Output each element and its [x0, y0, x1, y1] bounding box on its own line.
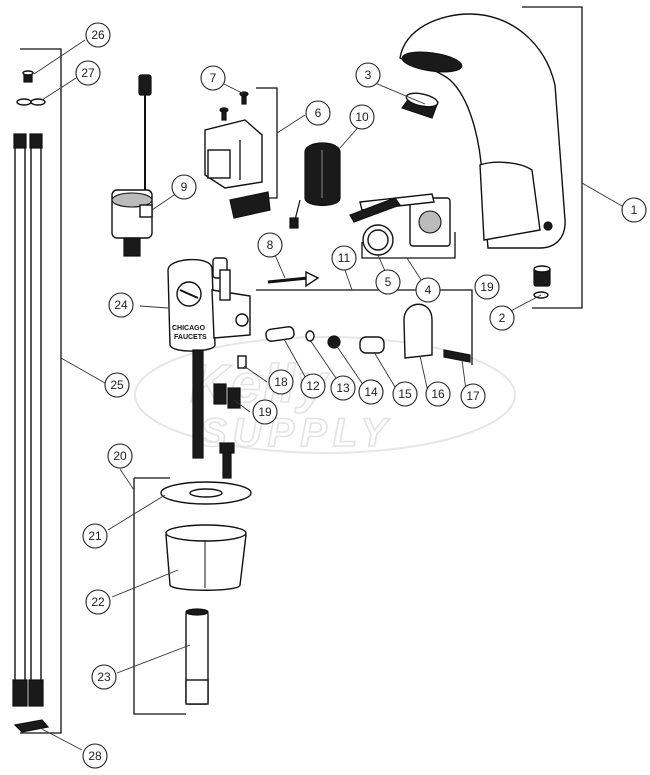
- callout-17: 17: [460, 383, 486, 409]
- bracket-supply-group: [20, 48, 62, 734]
- screw-part-7: [219, 91, 249, 121]
- callout-15: 15: [392, 381, 418, 407]
- callout-2: 2: [489, 305, 515, 331]
- svg-text:16: 16: [431, 387, 445, 401]
- svg-text:19: 19: [480, 280, 494, 294]
- callout-18: 18: [268, 369, 294, 395]
- svg-text:15: 15: [398, 387, 412, 401]
- bracket-valve-group: [256, 289, 473, 365]
- filter-part-28: [13, 719, 50, 733]
- bracket-sensor-group: [361, 232, 456, 259]
- sensor-ring-part-5: [362, 224, 394, 256]
- callout-16: 16: [425, 381, 451, 407]
- gasket-plate-part-21: [160, 481, 252, 505]
- supply-hoses-part-25: [12, 133, 44, 707]
- callout-22: 22: [85, 589, 111, 615]
- aerator-part-3: [401, 92, 439, 119]
- callout-14: 14: [358, 379, 384, 405]
- pin-part-8: [267, 270, 320, 288]
- callout-28: 28: [82, 743, 108, 769]
- group-brackets: [20, 6, 583, 734]
- shank-part-23: [185, 608, 209, 705]
- svg-text:26: 26: [91, 28, 105, 42]
- spout-part-1: [399, 13, 566, 249]
- callout-11: 11: [331, 245, 357, 271]
- svg-text:13: 13: [336, 381, 350, 395]
- svg-text:1: 1: [631, 203, 638, 217]
- set-screw-part-18: [237, 355, 247, 369]
- coupling-part-19-top: [533, 265, 551, 287]
- callout-5: 5: [375, 269, 401, 295]
- callout-6: 6: [305, 100, 331, 126]
- svg-text:22: 22: [91, 595, 105, 609]
- escutcheon-part-22: [165, 524, 247, 591]
- svg-text:28: 28: [88, 749, 102, 763]
- valve-housing-part-24: CHICAGO FAUCETS: [167, 257, 251, 352]
- battery-part-10: [289, 142, 341, 229]
- callout-25: 25: [104, 372, 130, 398]
- svg-text:14: 14: [364, 385, 378, 399]
- svg-text:18: 18: [274, 375, 288, 389]
- housing-logo-line1: CHICAGO: [172, 325, 206, 332]
- housing-stem: [192, 349, 204, 459]
- svg-text:7: 7: [210, 71, 217, 85]
- callout-27: 27: [75, 60, 101, 86]
- svg-text:10: 10: [355, 110, 369, 124]
- svg-text:27: 27: [81, 66, 95, 80]
- callout-12: 12: [300, 373, 326, 399]
- valve-components-parts-12-17: [265, 303, 471, 363]
- svg-text:23: 23: [97, 670, 111, 684]
- svg-text:12: 12: [306, 379, 320, 393]
- coupling-part-19-lower: [213, 383, 241, 409]
- svg-text:9: 9: [181, 180, 188, 194]
- callout-19-top: 19: [474, 274, 500, 300]
- bracket-mounting-group: [133, 478, 186, 715]
- svg-text:24: 24: [114, 298, 128, 312]
- svg-text:4: 4: [425, 283, 432, 297]
- svg-text:6: 6: [315, 106, 322, 120]
- sensor-plate-part-4: [349, 193, 451, 247]
- callout-21: 21: [82, 523, 108, 549]
- callout-20: 20: [107, 443, 133, 469]
- svg-text:21: 21: [88, 529, 102, 543]
- callout-3: 3: [355, 62, 381, 88]
- svg-text:5: 5: [385, 275, 392, 289]
- callout-24: 24: [108, 292, 134, 318]
- svg-text:20: 20: [113, 449, 127, 463]
- mounting-bolt: [219, 442, 235, 479]
- solenoid-part-9: [111, 74, 153, 257]
- callout-1: 1: [621, 197, 647, 223]
- callout-23: 23: [91, 664, 117, 690]
- svg-text:17: 17: [466, 389, 480, 403]
- fitting-part-26: [22, 70, 34, 83]
- svg-text:19: 19: [258, 405, 272, 419]
- callouts: 1 2 3 4 5 6 7 8 9 10 11 12 13 14 15 16 1…: [75, 22, 647, 769]
- callout-19-lower: 19: [252, 399, 278, 425]
- bracket-spout-group: [522, 6, 583, 309]
- washers-part-27: [16, 98, 46, 106]
- svg-text:11: 11: [338, 251, 351, 265]
- svg-text:8: 8: [267, 238, 274, 252]
- svg-text:25: 25: [110, 378, 124, 392]
- mounting-bracket-part-6: [204, 119, 271, 219]
- callout-9: 9: [171, 174, 197, 200]
- callout-7: 7: [200, 65, 226, 91]
- callout-26: 26: [85, 22, 111, 48]
- svg-text:3: 3: [365, 68, 372, 82]
- callout-4: 4: [415, 277, 441, 303]
- callout-8: 8: [257, 232, 283, 258]
- housing-logo-line2: FAUCETS: [174, 334, 207, 341]
- svg-text:2: 2: [499, 311, 506, 325]
- callout-13: 13: [330, 375, 356, 401]
- callout-10: 10: [349, 104, 375, 130]
